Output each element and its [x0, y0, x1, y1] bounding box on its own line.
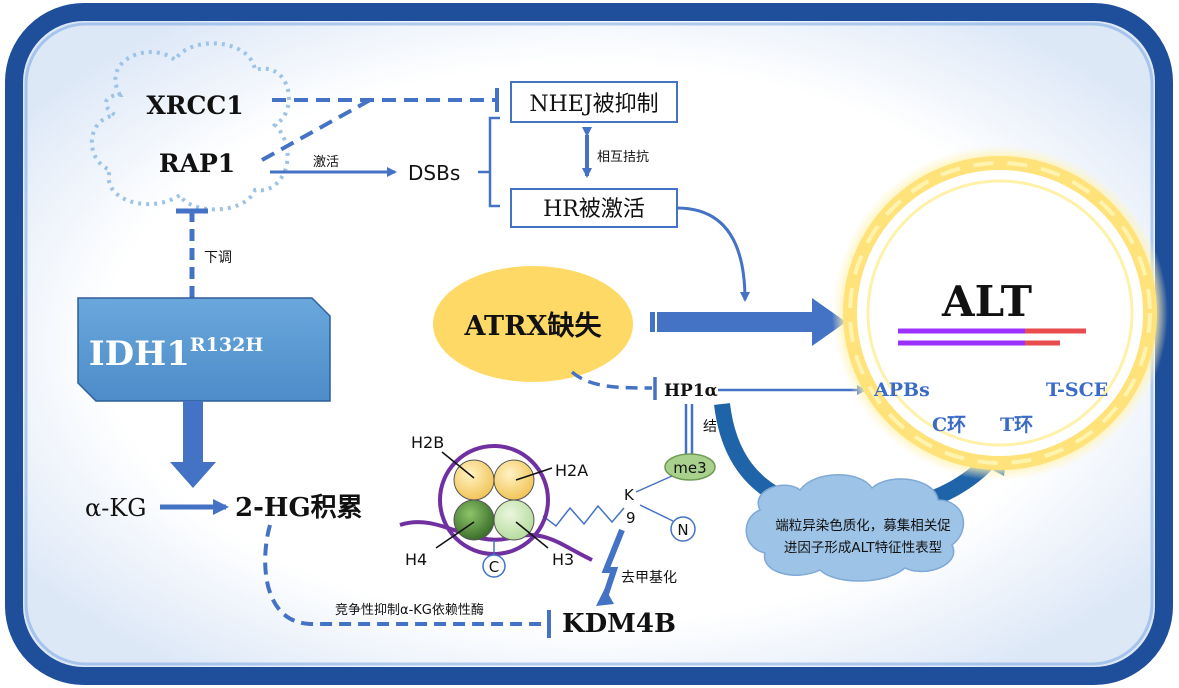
- h2b-pointer: [441, 451, 475, 479]
- n-label: N: [677, 521, 688, 539]
- alt-label: ALT: [941, 277, 1032, 326]
- atrx-ellipse: [433, 266, 633, 382]
- alt-ring-dash: [848, 161, 1152, 465]
- 2hg-to-kdm4b-inhibit: [263, 524, 545, 626]
- hr-to-alt-arrow: [676, 206, 750, 302]
- kdm4b-label: KDM4B: [562, 609, 676, 639]
- h2a-pointer: [515, 467, 553, 481]
- histone-tail: [542, 504, 625, 528]
- c-label: C: [489, 558, 499, 576]
- atrx-to-hp1a-inhibit: [570, 370, 653, 390]
- rap1-label: RAP1: [159, 149, 235, 178]
- cloud-text-line2: 进因子形成ALT特征性表型: [784, 540, 942, 556]
- nhej-box: [510, 81, 678, 123]
- idh1-main: IDH1: [89, 334, 190, 374]
- dsbs-label: DSBs: [408, 161, 460, 185]
- hr-label: HR被激活: [543, 197, 645, 222]
- nucleosome: [399, 444, 593, 578]
- c-loop-label: C环: [932, 414, 966, 436]
- demethylation-arrow: [601, 528, 625, 601]
- h3-ball: [493, 499, 535, 541]
- nhej-label: NHEJ被抑制: [529, 92, 658, 117]
- idh1-down-arrow-head: [170, 462, 216, 488]
- idh1-label: IDH1R132H: [89, 334, 264, 374]
- h2a-label: H2A: [555, 461, 588, 480]
- h3-pointer: [515, 521, 549, 549]
- hr-box: [510, 188, 678, 228]
- twohg-label: 2-HG积累: [235, 493, 363, 523]
- atrx-label: ATRX缺失: [464, 311, 603, 342]
- alt-ring-inner: [866, 179, 1134, 447]
- demethylation-label: 去甲基化: [621, 569, 677, 586]
- t-loop-label: T环: [1000, 414, 1033, 436]
- alt-ring: [832, 145, 1168, 481]
- xrcc1-label: XRCC1: [146, 91, 243, 120]
- h2b-label: H2B: [411, 433, 444, 452]
- hp1a-label: HP1α: [664, 381, 718, 401]
- h4-ball: [453, 499, 495, 541]
- n-terminus-circle: [670, 516, 696, 542]
- akg-label: α-KG: [85, 494, 146, 522]
- competitive-label: 竞争性抑制α-KG依赖性酶: [335, 602, 484, 618]
- apbs-label: APBs: [873, 379, 930, 401]
- idh1-box: [77, 297, 331, 402]
- atrx-to-alt-arrow-head: [812, 298, 846, 346]
- atrx-to-alt-arrow-shaft: [650, 312, 815, 332]
- me3-to-k-line: [635, 475, 673, 493]
- me3-ellipse: [664, 453, 716, 481]
- tsce-label: T-SCE: [1046, 379, 1108, 401]
- me3-label: me3: [673, 459, 706, 477]
- c-terminus-circle: [482, 554, 506, 578]
- xrcc1-rap1-cloud: [89, 41, 291, 212]
- antagonism-label: 相互拮抗: [597, 150, 649, 165]
- activate-label: 激活: [313, 155, 339, 170]
- h4-label: H4: [405, 550, 427, 569]
- idh1-superscript: R132H: [190, 334, 263, 356]
- cloud-text-line1: 端粒异染色质化，募集相关促: [775, 517, 951, 534]
- inhibit-lines-to-nhej: [261, 98, 495, 162]
- description-cloud: [745, 474, 965, 582]
- nine-label: 9: [626, 509, 636, 527]
- h2a-ball: [493, 459, 535, 501]
- k-to-n-line: [639, 504, 674, 522]
- k-label: K: [624, 486, 635, 504]
- dsbs-bracket: [478, 116, 500, 208]
- downregulate-label: 下调: [204, 250, 232, 266]
- demethylation-arrow-head: [596, 588, 614, 606]
- h4-pointer: [435, 521, 475, 549]
- idh1-down-arrow-shaft: [183, 401, 203, 463]
- h3-label: H3: [552, 550, 574, 569]
